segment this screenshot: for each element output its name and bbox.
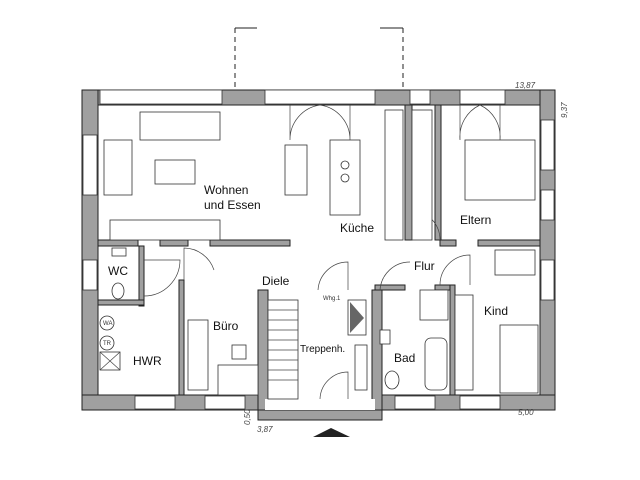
dryer-label: TR	[103, 341, 112, 347]
chair-buero	[231, 344, 247, 360]
room-label-kueche: Küche	[340, 221, 374, 235]
dryer	[99, 335, 115, 351]
room-label-essen: und Essen	[204, 198, 261, 212]
bed-kind	[499, 324, 539, 394]
furniture	[99, 109, 539, 396]
room-label-kind: Kind	[484, 304, 508, 318]
dimension-stair-offset: 0,50	[243, 409, 252, 425]
windows	[82, 89, 555, 410]
sink-bad	[379, 329, 391, 345]
balcony-outline	[234, 27, 404, 90]
room-label-treppenhaus: Treppenh.	[300, 344, 345, 355]
sideboard	[109, 219, 221, 241]
shelf-buero	[187, 319, 209, 391]
coffee-table	[154, 159, 196, 185]
room-label-bad: Bad	[394, 351, 415, 365]
dimension-right-depth: 9,37	[560, 102, 569, 118]
bathtub	[424, 337, 448, 391]
room-label-eltern: Eltern	[460, 213, 491, 227]
washer-label: WA	[103, 321, 112, 327]
dimension-stair-width: 3,87	[257, 425, 273, 434]
room-label-flur: Flur	[414, 259, 435, 273]
room-label-diele: Diele	[262, 274, 290, 288]
sink-wc	[111, 247, 127, 257]
desk-buero	[217, 364, 259, 396]
room-label-buero: Büro	[213, 319, 239, 333]
wardrobe-kind	[454, 294, 474, 391]
desk-kind	[494, 249, 536, 276]
double-bed	[464, 139, 536, 201]
toilet-wc	[111, 282, 125, 300]
washing-machine	[99, 315, 115, 331]
armchair	[103, 139, 133, 196]
shower	[419, 289, 449, 321]
entrance-arrow-icon	[313, 428, 350, 437]
dimension-top-width: 13,87	[515, 81, 536, 90]
staircase	[267, 299, 368, 400]
apartment-label: Whg.1	[323, 296, 341, 302]
kitchen-cabinets	[411, 109, 433, 241]
sofa	[139, 111, 221, 141]
room-label-wohnen: Wohnen	[204, 183, 248, 197]
kitchen-counter	[384, 109, 404, 241]
dining-table	[284, 144, 308, 196]
room-label-wc: WC	[108, 264, 128, 278]
dimension-right-bottom: 5,00	[518, 408, 534, 417]
room-label-hwr: HWR	[133, 354, 162, 368]
toilet-bad	[384, 370, 400, 390]
